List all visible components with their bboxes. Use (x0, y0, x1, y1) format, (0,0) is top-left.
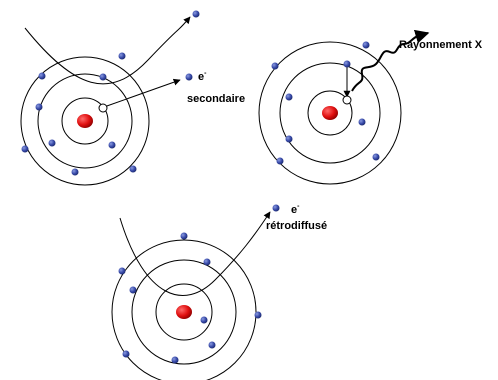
electron (271, 62, 279, 70)
atom-secondary-electron: e- secondaire (20, 10, 245, 186)
orbit-outer (111, 239, 257, 380)
electron (372, 153, 380, 161)
electron-backscattered (272, 204, 280, 212)
secondary-electron-symbol: e- (198, 70, 207, 83)
orbit-inner (61, 97, 109, 145)
orbit-outer (258, 41, 402, 185)
xray-label: Rayonnement X (399, 39, 483, 51)
electron (285, 135, 293, 143)
orbit-outer (20, 56, 150, 186)
incident-electron-path (24, 16, 191, 85)
backscattered-electron-path (119, 211, 271, 296)
atom-backscattered-electron: e- rétrodiffusé (111, 203, 327, 380)
electron (285, 93, 293, 101)
backscattered-electron-symbol: e- (291, 203, 300, 216)
orbit-middle (279, 62, 381, 164)
electron (38, 72, 46, 80)
orbit-middle (131, 259, 237, 365)
electron (108, 141, 116, 149)
secondary-electron-label: secondaire (187, 93, 245, 105)
nucleus (77, 114, 93, 128)
electron (129, 286, 137, 294)
electron (203, 258, 211, 266)
electron (35, 103, 43, 111)
electron (208, 341, 216, 349)
electron (99, 73, 107, 81)
electron (122, 350, 130, 358)
secondary-electron-arrow (103, 78, 181, 108)
electron (171, 356, 179, 364)
xray-wave (351, 29, 430, 92)
vacancy (98, 103, 108, 113)
electron (180, 232, 188, 240)
electron (358, 118, 366, 126)
orbit-inner (307, 90, 353, 136)
electron (21, 145, 29, 153)
electron-ejected (192, 10, 200, 18)
electron (343, 60, 351, 68)
orbit-inner (155, 283, 213, 341)
nucleus (176, 305, 192, 319)
vacancy (342, 95, 352, 105)
atom-xray-emission: Rayonnement X (258, 29, 483, 185)
electron (48, 139, 56, 147)
electron (276, 157, 284, 165)
electron (118, 267, 126, 275)
electron (200, 316, 208, 324)
electron (71, 168, 79, 176)
backscattered-electron-label: rétrodiffusé (266, 220, 327, 232)
electron (118, 52, 126, 60)
electron-secondary (185, 73, 193, 81)
electron (129, 165, 137, 173)
electron (362, 41, 370, 49)
electron (254, 311, 262, 319)
nucleus (322, 106, 338, 120)
orbit-middle (37, 73, 133, 169)
